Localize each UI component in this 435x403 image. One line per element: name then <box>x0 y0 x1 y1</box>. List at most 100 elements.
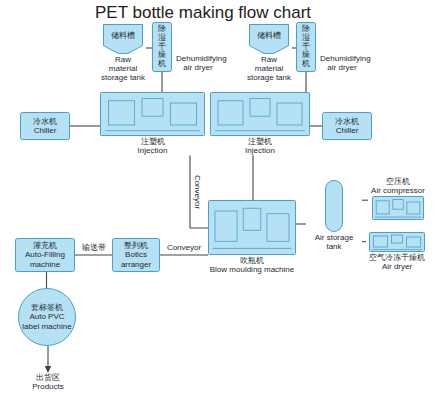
shape-text-area <box>210 92 310 136</box>
shape-text-area: 冷水机Chiller <box>20 112 70 140</box>
caption-block: 注塑机Injection <box>210 137 310 155</box>
flow-node: 注塑机Injection <box>100 92 205 155</box>
machine-shape <box>208 200 296 255</box>
machine-detail <box>250 99 270 117</box>
shape-text-area <box>325 180 343 232</box>
connector-line <box>190 155 208 228</box>
caption-label: Injection <box>100 146 205 155</box>
caption-label: 吹瓶机 <box>208 256 296 265</box>
hopper-outline <box>250 25 289 54</box>
connector-line <box>252 155 253 200</box>
caption-block: 空气冷冻干燥机Air dryer <box>366 253 428 271</box>
caption-label: Raw material storage tank <box>100 55 146 83</box>
connector-label: Conveyor <box>166 243 202 252</box>
rect-shape: 灌充机Auto-Filling machine <box>15 238 75 272</box>
shape-label: 储料槽 <box>111 31 135 40</box>
flow-node: 套标签机Auto PVC label machine <box>18 288 76 346</box>
hopper-outline <box>104 25 143 54</box>
caption-block: Dehumidifying air dryer <box>320 54 364 72</box>
tank-outline <box>326 181 343 232</box>
machine-detail <box>376 201 389 214</box>
machine-detail <box>215 130 305 131</box>
shape-text-area <box>208 200 296 255</box>
shape-text-area: 套标签机Auto PVC label machine <box>18 288 76 346</box>
caption-label: Air dryer <box>366 262 428 271</box>
flow-node: 空压机Air compressor <box>368 176 428 220</box>
machine-symbol <box>369 232 425 252</box>
tank-symbol <box>325 180 343 232</box>
shape-label: Chiller <box>34 126 57 135</box>
caption-block: Raw material storage tank <box>246 55 292 83</box>
flow-node: 储料槽 Raw material storage tank <box>100 24 146 83</box>
shape-text-area <box>372 196 424 220</box>
caption-label: 出货区 <box>28 373 68 382</box>
box-outline <box>297 23 316 72</box>
machine-symbol <box>210 92 310 136</box>
caption-label: 空气冷冻干燥机 <box>366 253 428 262</box>
hopper-shape: 储料槽 <box>103 24 143 54</box>
rect-shape: 整列机Botics arranger <box>112 238 160 272</box>
connector-line <box>296 223 306 224</box>
machine-detail <box>170 103 196 125</box>
hopper-shape: 储料槽 <box>249 24 289 54</box>
shape-label: 灌充机 <box>33 241 57 250</box>
machine-detail <box>105 130 200 131</box>
caption-block: 空压机Air compressor <box>368 177 428 195</box>
machine-shape <box>210 92 310 136</box>
machine-symbol <box>100 92 205 136</box>
box-outline <box>323 113 372 140</box>
caption-label: 注塑机 <box>210 137 310 146</box>
machine-detail <box>108 101 134 125</box>
flow-node: 除湿干燥机Dehumidifying air dryer <box>296 22 364 72</box>
caption-label: Injection <box>210 146 310 155</box>
shape-text-area: 除湿干燥机 <box>152 22 172 72</box>
shape-label: 冷水机 <box>33 117 57 126</box>
connector-line <box>75 254 112 255</box>
machine-detail <box>372 249 422 250</box>
flow-node: 注塑机Injection <box>210 92 310 155</box>
shape-label: Auto-Filling machine <box>17 250 73 268</box>
machine-outline <box>373 197 424 220</box>
shape-text-area: 整列机Botics arranger <box>112 238 160 272</box>
circle-outline <box>19 289 76 346</box>
machine-detail <box>218 101 243 125</box>
caption-label: Raw material storage tank <box>246 55 292 83</box>
flow-node: 冷水机Chiller <box>322 112 372 140</box>
box-outline <box>113 239 160 272</box>
connector-label: Conveyor <box>192 174 201 210</box>
shape-label: 除湿干燥机 <box>158 25 166 69</box>
flow-node: Air storage tank <box>306 180 362 251</box>
flow-node: 灌充机Auto-Filling machine <box>15 238 75 272</box>
caption-label: Dehumidifying air dryer <box>176 54 220 72</box>
connector-line <box>362 241 366 242</box>
shape-text-area: 冷水机Chiller <box>322 112 372 140</box>
shape-label: Chiller <box>336 126 359 135</box>
machine-shape <box>372 196 424 220</box>
rect-shape: 除湿干燥机 <box>296 22 316 72</box>
machine-detail <box>142 99 163 117</box>
machine-detail <box>393 200 403 210</box>
machine-outline <box>211 93 310 136</box>
machine-detail <box>215 211 237 241</box>
machine-detail <box>267 214 289 242</box>
caption-block: 注塑机Injection <box>100 137 205 155</box>
caption-label: Air compressor <box>368 186 428 195</box>
machine-detail <box>375 217 422 218</box>
rect-shape: 除湿干燥机 <box>152 22 172 72</box>
connector-line <box>310 125 322 126</box>
caption-label: Products <box>28 382 68 391</box>
connector-line <box>362 200 368 201</box>
flow-node: 空气冷冻干燥机Air dryer <box>366 232 428 271</box>
machine-detail <box>391 235 402 243</box>
connector-line <box>46 272 47 288</box>
circle-shape: 套标签机Auto PVC label machine <box>18 288 76 346</box>
shape-text-area: 除湿干燥机 <box>296 22 316 72</box>
shape-label: 储料槽 <box>257 31 281 40</box>
chart-title: PET bottle making flow chart <box>95 3 311 23</box>
caption-label: Dehumidifying air dryer <box>320 54 364 72</box>
machine-shape <box>369 232 425 252</box>
shape-text-area: 储料槽 <box>249 24 289 54</box>
caption-label: 注塑机 <box>100 137 205 146</box>
caption-block: 吹瓶机Blow moulding machine <box>208 256 296 274</box>
